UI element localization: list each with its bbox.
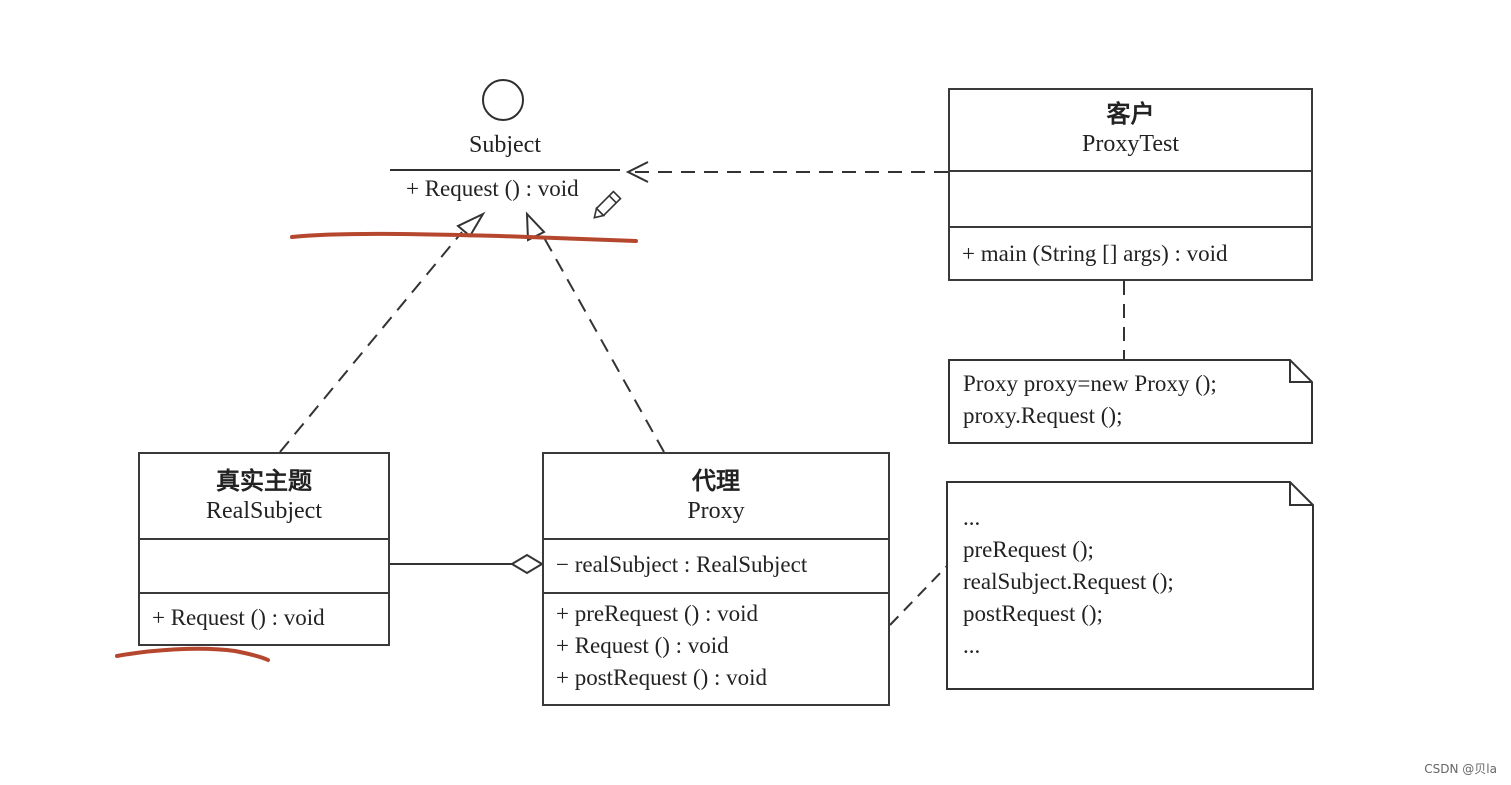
proxy-operations: + preRequest () : void + Request () : vo… [544, 594, 888, 700]
realsubject-attributes [140, 540, 388, 594]
client-note-line: Proxy proxy=new Proxy (); [963, 371, 1217, 396]
client-note-shape [948, 359, 1313, 444]
client-title-en: ProxyTest [1082, 131, 1179, 157]
client-operations: + main (String [] args) : void [950, 228, 1311, 276]
annotation-underline-realsubject [115, 646, 270, 662]
interface-operation: + Request () : void [406, 176, 579, 201]
realization-line-realsubject [279, 231, 463, 453]
proxy-note-link [889, 564, 949, 626]
client-class: 客户 ProxyTest + main (String [] args) : v… [948, 88, 1313, 281]
pencil-icon[interactable] [591, 190, 622, 221]
proxy-operation: + preRequest () : void [556, 601, 759, 626]
dependency-arrowhead [625, 161, 649, 183]
proxy-class: 代理 Proxy − realSubject : RealSubject + p… [542, 452, 890, 706]
interface-circle [482, 79, 524, 121]
realsubject-class-header: 真实主题 RealSubject [140, 454, 388, 540]
proxy-operation: + postRequest () : void [556, 665, 768, 690]
proxy-class-header: 代理 Proxy [544, 454, 888, 540]
annotation-underline-interface [290, 231, 638, 243]
proxy-title-en: Proxy [687, 498, 745, 524]
client-note: Proxy proxy=new Proxy (); proxy.Request … [963, 368, 1217, 432]
realsubject-title-en: RealSubject [206, 498, 322, 524]
watermark: CSDN @贝la [1424, 762, 1497, 776]
proxy-note: ... preRequest (); realSubject.Request (… [963, 502, 1174, 662]
client-title-cn: 客户 [1106, 99, 1155, 128]
proxy-note-line: ... [963, 633, 981, 658]
proxy-title-cn: 代理 [692, 466, 740, 495]
client-attributes [950, 172, 1311, 228]
proxy-operation: + Request () : void [556, 633, 729, 658]
proxy-note-line: ... [963, 505, 981, 530]
client-operation: + main (String [] args) : void [962, 241, 1228, 266]
realsubject-operations: + Request () : void [140, 594, 388, 640]
proxy-attributes: − realSubject : RealSubject [544, 540, 888, 594]
client-class-header: 客户 ProxyTest [950, 90, 1311, 172]
realsubject-class: 真实主题 RealSubject + Request () : void [138, 452, 390, 646]
realsubject-operation: + Request () : void [152, 605, 325, 630]
proxy-note-fold [1289, 482, 1313, 506]
proxy-note-shape [946, 481, 1314, 690]
client-note-line: proxy.Request (); [963, 403, 1123, 428]
proxy-note-line: realSubject.Request (); [963, 569, 1174, 594]
proxy-attribute: − realSubject : RealSubject [556, 552, 808, 577]
realization-line-proxy [541, 233, 665, 453]
interface-name: Subject [469, 132, 541, 158]
proxy-note-line: preRequest (); [963, 537, 1094, 562]
client-note-fold [1289, 360, 1312, 383]
proxy-note-line: postRequest (); [963, 601, 1103, 626]
realization-arrow-realsubject [456, 211, 486, 238]
aggregation-diamond [510, 553, 544, 575]
realsubject-title-cn: 真实主题 [216, 466, 312, 495]
